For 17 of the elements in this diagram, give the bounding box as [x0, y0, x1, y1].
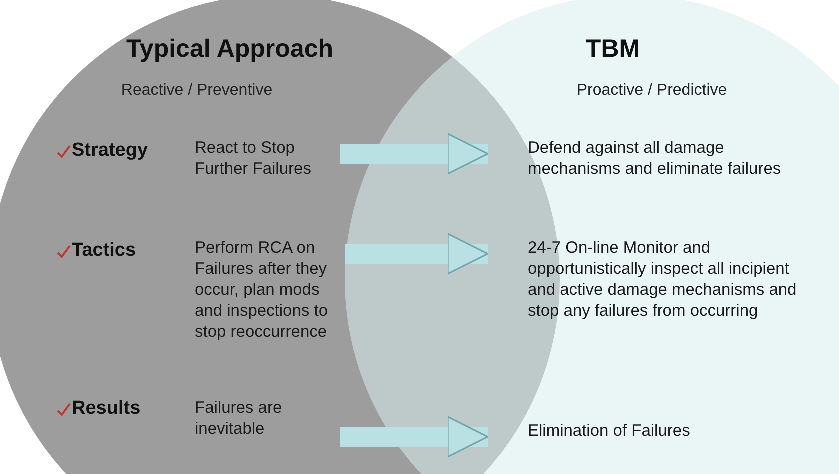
circle-subtitle: Reactive / Preventive — [121, 82, 273, 100]
description-text: 24-7 On-line Monitor and opportunistically inspect all incipient and active damage mechanisms and stop any failures from occurring — [528, 238, 798, 322]
description-text: Elimination of Failures — [528, 421, 790, 442]
row-heading: Results — [72, 398, 141, 420]
block-arrow — [345, 233, 489, 275]
block-arrow — [340, 133, 489, 175]
circle-title: TBM — [586, 35, 640, 64]
row-heading: Tactics — [72, 240, 136, 262]
description-text: Perform RCA on Failures after they occur, plan mods and inspections to stop reoccurrence — [195, 238, 345, 343]
row-heading: Strategy — [72, 140, 148, 162]
circle-title: Typical Approach — [126, 35, 334, 64]
description-text: Failures are inevitable — [195, 398, 340, 440]
description-text: React to Stop Further Failures — [195, 138, 340, 180]
circle-subtitle: Proactive / Predictive — [576, 82, 728, 100]
description-text: Defend against all damage mechanisms and eliminate failures — [528, 138, 790, 180]
venn-circle — [345, 0, 839, 474]
block-arrow — [340, 416, 489, 458]
